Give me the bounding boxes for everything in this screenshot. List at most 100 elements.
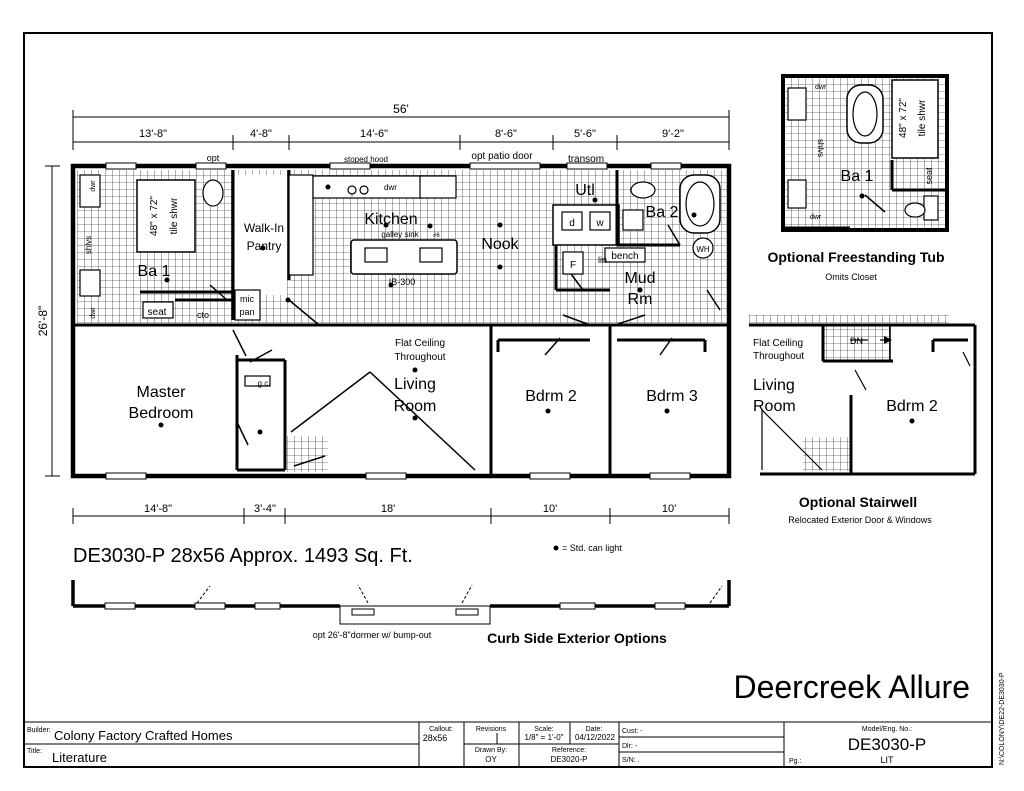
tb-dlr-label: Dlr: - <box>622 743 638 750</box>
dim-bottom-3: 18' <box>381 503 395 515</box>
opt-stair-throughout: Throughout <box>753 351 804 362</box>
dim-top-5: 5'-6" <box>574 128 596 140</box>
label-galley-sink: galley sink <box>381 230 419 239</box>
tb-cust-label: Cust: - <box>622 728 643 735</box>
label-kitchen: Kitchen <box>364 211 417 228</box>
optional-tub-plan: Ba 1 48" x 72" tile shwr seat shlvs dwr … <box>767 74 949 282</box>
label-opt: opt <box>207 153 220 163</box>
label-tile-shower: tile shwr <box>169 197 180 234</box>
label-ib300: IB-300 <box>389 277 416 287</box>
fixtures <box>79 174 714 387</box>
tb-builder-label: Builder: <box>27 727 51 734</box>
label-opt-patio-door: opt patio door <box>471 151 533 162</box>
tb-title: Literature <box>52 750 107 765</box>
interior-walls <box>75 170 727 474</box>
room-labels: Ba 1 48" x 72" tile shwr Walk-In Pantry … <box>84 180 710 422</box>
opt-stair-dn: DN <box>850 336 863 346</box>
tb-drawn: OY <box>485 755 497 764</box>
tb-date: 04/12/2022 <box>575 733 616 742</box>
tb-callout-label: Callout: <box>429 726 453 733</box>
tb-pg: LIT <box>880 755 894 765</box>
title-block: Builder: Colony Factory Crafted Homes Ti… <box>23 721 993 768</box>
label-gc: g.c. <box>258 379 271 388</box>
label-wh: WH <box>696 245 710 254</box>
label-flat-ceiling: Flat Ceiling <box>395 338 445 349</box>
dim-top-2: 4'-8" <box>250 128 272 140</box>
label-living-room: Room <box>394 398 437 415</box>
label-dwr-ba1b: dwr <box>90 307 97 319</box>
dim-top-3: 14'-6" <box>360 128 388 140</box>
tb-drawn-label: Drawn By: <box>475 747 507 754</box>
label-ba1: Ba 1 <box>138 263 171 280</box>
tb-scale-label: Scale: <box>534 726 554 733</box>
label-master: Master <box>137 384 187 401</box>
label-dwr: dwr <box>384 183 397 192</box>
brand-title: Deercreek Allure <box>733 669 970 705</box>
can-lights <box>158 184 697 435</box>
opt-stair-flat: Flat Ceiling <box>753 338 803 349</box>
main-floor-plan: Ba 1 48" x 72" tile shwr Walk-In Pantry … <box>70 151 732 480</box>
label-bedroom: Bedroom <box>129 405 194 422</box>
curb-side-title: Curb Side Exterior Options <box>487 630 667 646</box>
tb-pg-label: Pg.: <box>789 758 802 765</box>
tb-callout: 28x56 <box>423 733 448 743</box>
label-sink-tag: #6 <box>433 233 440 239</box>
label-ba2: Ba 2 <box>646 204 679 221</box>
label-pantry: Pantry <box>247 239 282 253</box>
label-pan: pan <box>239 307 254 317</box>
dim-overall-depth: 26'-8" <box>36 306 50 337</box>
tb-builder: Colony Factory Crafted Homes <box>54 728 233 743</box>
label-stoped-hood: stoped hood <box>344 155 388 164</box>
label-bdrm3: Bdrm 3 <box>646 388 698 405</box>
label-transom: transom <box>568 154 604 165</box>
label-utl: Utl <box>575 182 595 199</box>
model-title: DE3030-P 28x56 Approx. 1493 Sq. Ft. <box>73 545 413 567</box>
label-nook: Nook <box>481 236 519 253</box>
tb-model-label: Model/Eng. No.: <box>862 726 912 733</box>
label-cto: cto <box>197 310 209 320</box>
label-mic: mic <box>240 294 254 304</box>
opt-tub-subtitle: Omits Closet <box>825 272 877 282</box>
bottom-windows <box>105 472 691 480</box>
label-lin: lin <box>598 255 607 265</box>
dim-bottom-4: 10' <box>543 503 557 515</box>
opt-tub-tile-shower: tile shwr <box>917 99 928 136</box>
top-windows <box>105 162 682 170</box>
opt-stair-bdrm2: Bdrm 2 <box>886 398 938 415</box>
opt-tub-shower: 48" x 72" <box>898 98 909 138</box>
tb-scale: 1/8" = 1'-0" <box>524 733 563 742</box>
label-washer: w <box>595 218 604 229</box>
tb-title-label: Title: <box>27 748 42 755</box>
dimension-lines <box>45 110 730 524</box>
legend-can-light: = Std. can light <box>562 543 622 553</box>
tile-entry-area <box>286 436 328 472</box>
dim-bottom-5: 10' <box>662 503 676 515</box>
label-shlvs: shlvs <box>84 236 93 254</box>
opt-tub-seat: seat <box>924 167 934 185</box>
tb-ref: DE3020-P <box>551 755 588 764</box>
label-bdrm2: Bdrm 2 <box>525 388 577 405</box>
tb-sn-label: S/N: . <box>622 757 640 764</box>
dim-top-6: 9'-2" <box>662 128 684 140</box>
optional-stairwell-plan: DN Flat Ceiling Throughout Living Room B… <box>749 315 977 525</box>
tb-ref-label: Reference: <box>552 747 586 754</box>
opt-tub-label-ba1: Ba 1 <box>841 168 874 185</box>
label-seat: seat <box>148 307 167 318</box>
label-dryer: d <box>569 218 575 229</box>
dim-top-1: 13'-8" <box>139 128 167 140</box>
opt-tub-dwr-bottom: dwr <box>810 214 822 221</box>
tb-model: DE3030-P <box>848 735 926 754</box>
label-shower: 48" x 72" <box>149 196 160 236</box>
label-furnace: F <box>570 260 576 271</box>
opt-tub-shlvs: shlvs <box>816 139 825 157</box>
label-walkin: Walk-In <box>244 221 284 235</box>
opt-stair-subtitle: Relocated Exterior Door & Windows <box>788 515 932 525</box>
label-mud: Mud <box>624 270 655 287</box>
pantry-floor <box>235 175 287 295</box>
legend-can-light-dot <box>553 545 559 551</box>
label-living: Living <box>394 376 436 393</box>
label-dwr-ba1: dwr <box>90 180 97 192</box>
opt-stair-living: Living <box>753 377 795 394</box>
tb-date-label: Date: <box>586 726 603 733</box>
